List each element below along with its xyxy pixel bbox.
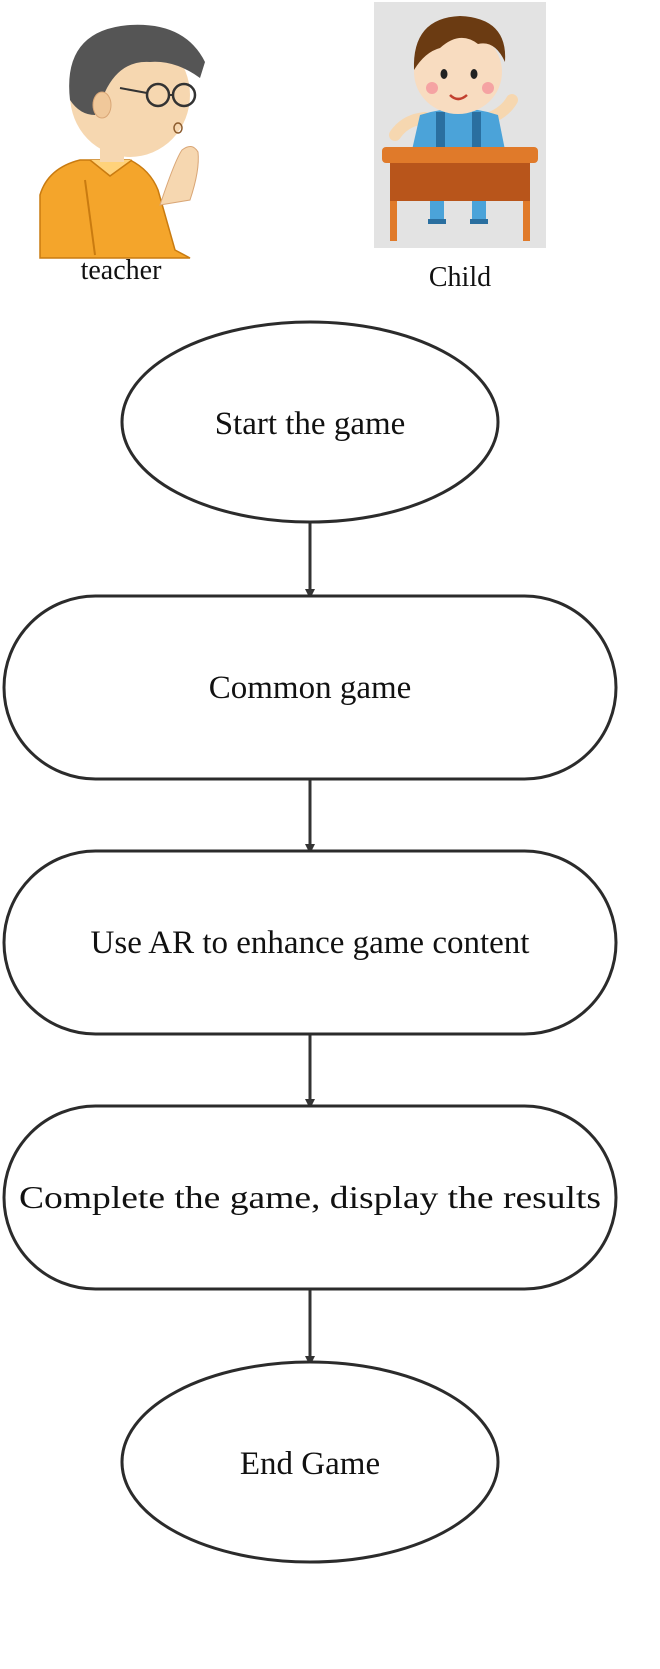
flow-node-ar-label: Use AR to enhance game content [91, 925, 530, 961]
flow-node-start: Start the game [120, 320, 500, 524]
flow-node-common-label: Common game [209, 670, 412, 706]
flow-node-complete: Complete the game, display the results [2, 1104, 618, 1291]
child-at-desk-icon [374, 2, 546, 248]
flow-node-common: Common game [2, 594, 618, 781]
teacher-icon [39, 24, 205, 259]
flow-node-ar: Use AR to enhance game content [2, 849, 618, 1036]
actor-label-child: Child [429, 262, 491, 293]
flow-node-complete-label: Complete the game, display the results [19, 1179, 601, 1215]
flow-node-end: End Game [120, 1360, 500, 1564]
actor-label-teacher: teacher [81, 255, 162, 286]
flow-node-end-label: End Game [240, 1446, 380, 1482]
flow-node-start-label: Start the game [215, 406, 406, 442]
